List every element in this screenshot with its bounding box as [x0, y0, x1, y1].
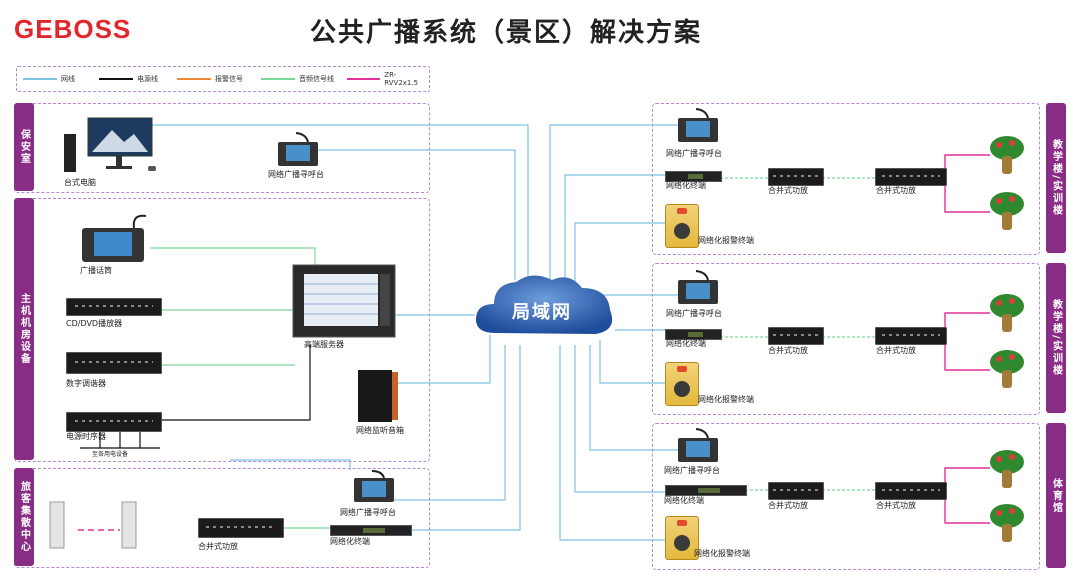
zone3-amp2-icon	[875, 482, 947, 500]
zone3-paging-label: 网络广播寻呼台	[664, 466, 720, 475]
zone2-tab: 教学楼/实训楼	[1046, 263, 1066, 413]
mushroom-speaker-icon	[990, 192, 1024, 230]
zone1-paging-label: 网络广播寻呼台	[666, 149, 722, 158]
legend: 网线 电源线 报警信号 音频信号线 ZR-RVV2x1.5	[16, 66, 430, 92]
tuner-label: 数字调谐器	[66, 379, 106, 388]
zone2-paging-label: 网络广播寻呼台	[666, 309, 722, 318]
zone2-alarm-label: 网络化报警终端	[698, 395, 754, 404]
paging-station-icon	[278, 132, 318, 166]
visitor-amplifier-label: 合并式功放	[198, 542, 238, 551]
zone2-amp2-label: 合并式功放	[876, 346, 916, 355]
zone1-terminal-label: 网络化终端	[666, 181, 706, 190]
zone1-paging-icon	[678, 108, 718, 142]
zone3-alarm-icon	[665, 516, 699, 560]
zone1-amp1-icon	[768, 168, 824, 186]
monitor-speaker-label: 网络监听音箱	[356, 426, 404, 435]
power-sequencer-label: 电源时序器	[66, 432, 106, 441]
zone2-terminal-icon	[665, 329, 722, 340]
mushroom-speaker-icon	[990, 350, 1024, 388]
zone3-amp1-label: 合并式功放	[768, 501, 808, 510]
zone2-paging-icon	[678, 270, 718, 304]
machine-room-tab: 主机机房设备	[14, 198, 34, 460]
zone3-terminal-label: 网络化终端	[664, 496, 704, 505]
visitor-center-tab: 旅客集散中心	[14, 468, 34, 566]
zone2-panel	[652, 263, 1040, 415]
legend-item: 电源线	[99, 67, 158, 91]
zone1-amp2-label: 合并式功放	[876, 186, 916, 195]
zone1-panel	[652, 103, 1040, 255]
zone3-tab: 体育馆	[1046, 423, 1066, 568]
column-speaker-right-icon	[121, 501, 137, 549]
legend-item: 报警信号	[177, 67, 243, 91]
zone1-tab: 教学楼/实训楼	[1046, 103, 1066, 253]
zone2-alarm-icon	[665, 362, 699, 406]
zone3-alarm-label: 网络化报警终端	[694, 549, 750, 558]
zone3-terminal-icon	[665, 485, 747, 496]
zone2-amp1-icon	[768, 327, 824, 345]
security-room-tab: 保安室	[14, 103, 34, 191]
power-sequencer-icon	[66, 412, 162, 432]
mushroom-speaker-icon	[990, 504, 1024, 542]
legend-item: ZR-RVV2x1.5	[347, 67, 429, 91]
zone3-paging-icon	[678, 428, 718, 462]
tuner-icon	[66, 352, 162, 374]
lan-label: 局域网	[512, 302, 572, 323]
power-note-label: 至各用电设备	[92, 451, 129, 458]
cd-player-label: CD/DVD播放器	[66, 319, 123, 328]
mushroom-speaker-icon	[990, 294, 1024, 332]
zone1-amp1-label: 合并式功放	[768, 186, 808, 195]
page-title: 公共广播系统（景区）解决方案	[310, 18, 703, 48]
zone3-amp1-icon	[768, 482, 824, 500]
lan-cloud-icon	[475, 275, 613, 334]
cd-player-icon	[66, 298, 162, 316]
zone2-amp2-icon	[875, 327, 947, 345]
mushroom-speaker-icon	[990, 450, 1024, 488]
visitor-terminal-label: 网络化终端	[330, 537, 370, 546]
broadcast-mic-icon	[82, 214, 147, 262]
broadcast-mic-label: 广播话筒	[80, 266, 112, 275]
visitor-terminal-icon	[330, 525, 412, 536]
zone1-amp2-icon	[875, 168, 947, 186]
security-paging-label: 网络广播寻呼台	[268, 170, 324, 179]
desktop-pc-label: 台式电脑	[64, 178, 96, 187]
zone1-terminal-icon	[665, 171, 722, 182]
server-icon	[292, 264, 396, 338]
zone3-amp2-label: 合并式功放	[876, 501, 916, 510]
server-label: 高端服务器	[304, 340, 344, 349]
visitor-paging-icon	[354, 470, 394, 502]
desktop-pc-icon	[64, 117, 156, 172]
column-speaker-left-icon	[49, 501, 65, 549]
legend-item: 音频信号线	[261, 67, 334, 91]
visitor-amplifier-icon	[198, 518, 284, 538]
zone2-amp1-label: 合并式功放	[768, 346, 808, 355]
visitor-paging-label: 网络广播寻呼台	[340, 508, 396, 517]
zone1-alarm-label: 网络化报警终端	[698, 236, 754, 245]
brand-logo: GEBOSS	[14, 14, 132, 44]
zone1-alarm-icon	[665, 204, 699, 248]
legend-item: 网线	[23, 67, 75, 91]
monitor-speaker-icon	[358, 370, 398, 422]
mushroom-speaker-icon	[990, 136, 1024, 174]
zone3-panel	[652, 423, 1040, 570]
zone2-terminal-label: 网络化终端	[666, 339, 706, 348]
